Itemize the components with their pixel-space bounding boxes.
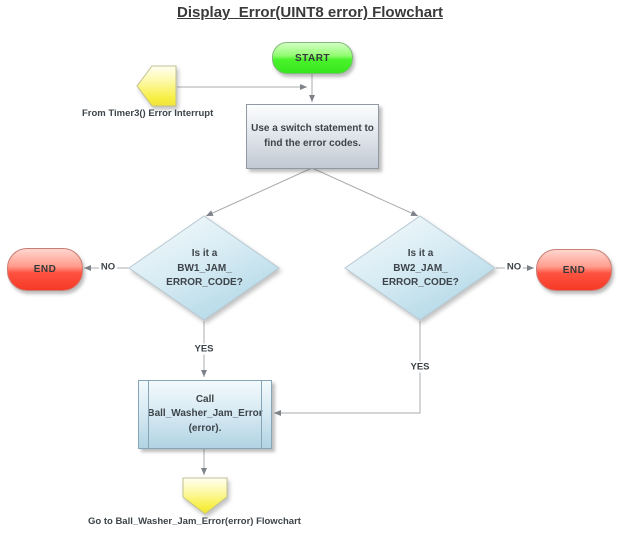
offpage-connector-goto-icon — [182, 477, 228, 515]
offpage-connector-from-timer3 — [136, 65, 177, 107]
start-terminator: START — [272, 42, 353, 74]
edge-label-yes-left: YES — [192, 343, 216, 355]
bw2-decision-label: Is it a BW2_JAM_ ERROR_CODE? — [382, 248, 459, 288]
switch-process-box: Use a switch statement to find the error… — [246, 104, 379, 169]
end-terminator-right: END — [536, 249, 612, 291]
edge-label-no-right: NO — [504, 261, 524, 273]
bw1-decision-label: Is it a BW1_JAM_ ERROR_CODE? — [166, 248, 243, 288]
from-timer3-caption: From Timer3() Error Interrupt — [82, 108, 214, 119]
edge-label-yes-right: YES — [408, 361, 432, 373]
end-terminator-left: END — [7, 248, 83, 291]
bw2-decision-diamond — [344, 215, 496, 321]
edge-switch-to-bw2 — [311, 167, 419, 217]
page-title: Display_Error(UINT8 error) Flowchart — [177, 4, 443, 21]
edge-label-no-left: NO — [98, 261, 118, 273]
edge-bw2-yes-to-call — [274, 321, 421, 416]
bw1-decision-diamond — [128, 215, 280, 321]
edge-switch-to-bw1 — [205, 167, 313, 217]
goto-flowchart-caption: Go to Ball_Washer_Jam_Error(error) Flowc… — [88, 516, 301, 527]
call-jam-error-box: Call Ball_Washer_Jam_Error (error). — [138, 380, 272, 449]
